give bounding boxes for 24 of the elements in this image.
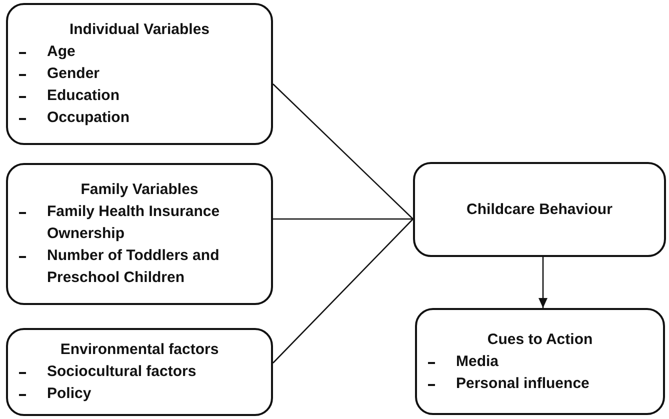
concept-box (6, 328, 273, 416)
list-item: Sociocultural factors (47, 362, 198, 382)
list-item: Gender (47, 64, 101, 84)
list-item: Media (456, 352, 500, 372)
concept-box (6, 3, 273, 145)
box-heading: Environmental factors (59, 340, 220, 360)
box-heading: Cues to Action (486, 330, 594, 350)
concept-box (413, 162, 666, 257)
list-item: Family Health Insurance Ownership (47, 202, 221, 244)
list-item: Occupation (47, 108, 131, 128)
connector-line (273, 218, 413, 220)
list-item: Education (47, 86, 121, 106)
connector-line (272, 218, 414, 364)
arrow (538, 257, 548, 308)
concept-box (415, 308, 665, 415)
box-heading: Childcare Behaviour (466, 200, 614, 220)
box-heading: Family Variables (80, 180, 200, 200)
concept-box (6, 163, 273, 305)
list-item: Number of Toddlers and Preschool Children (47, 246, 220, 288)
list-item: Policy (47, 384, 92, 404)
list-item: Personal influence (456, 374, 590, 394)
list-item: Age (47, 42, 76, 62)
connector-line (272, 84, 414, 220)
box-heading: Individual Variables (68, 20, 211, 40)
